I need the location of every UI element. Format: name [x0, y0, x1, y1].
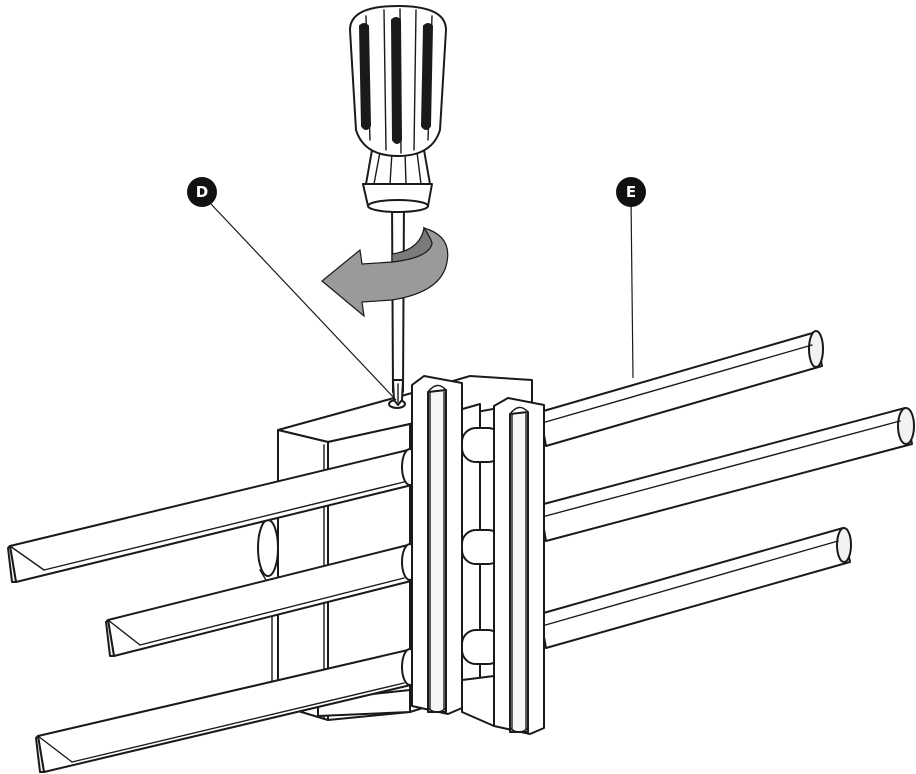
leader-lines [209, 197, 634, 401]
callout-d: D [187, 177, 217, 207]
callout-e-label: E [626, 183, 636, 201]
rotation-arrow-icon [321, 226, 449, 318]
leader-line-d [209, 202, 397, 401]
inner-rod-ends [461, 427, 503, 665]
leader-line-e [630, 197, 634, 379]
rod-left-lower [35, 648, 419, 773]
callout-d-label: D [196, 183, 208, 201]
callout-e: E [616, 177, 646, 207]
rod-back [539, 330, 824, 447]
bracket-front [411, 375, 463, 715]
bracket-rear [461, 397, 545, 735]
screwdriver-icon [349, 5, 447, 406]
rod-right-lower [539, 527, 852, 649]
